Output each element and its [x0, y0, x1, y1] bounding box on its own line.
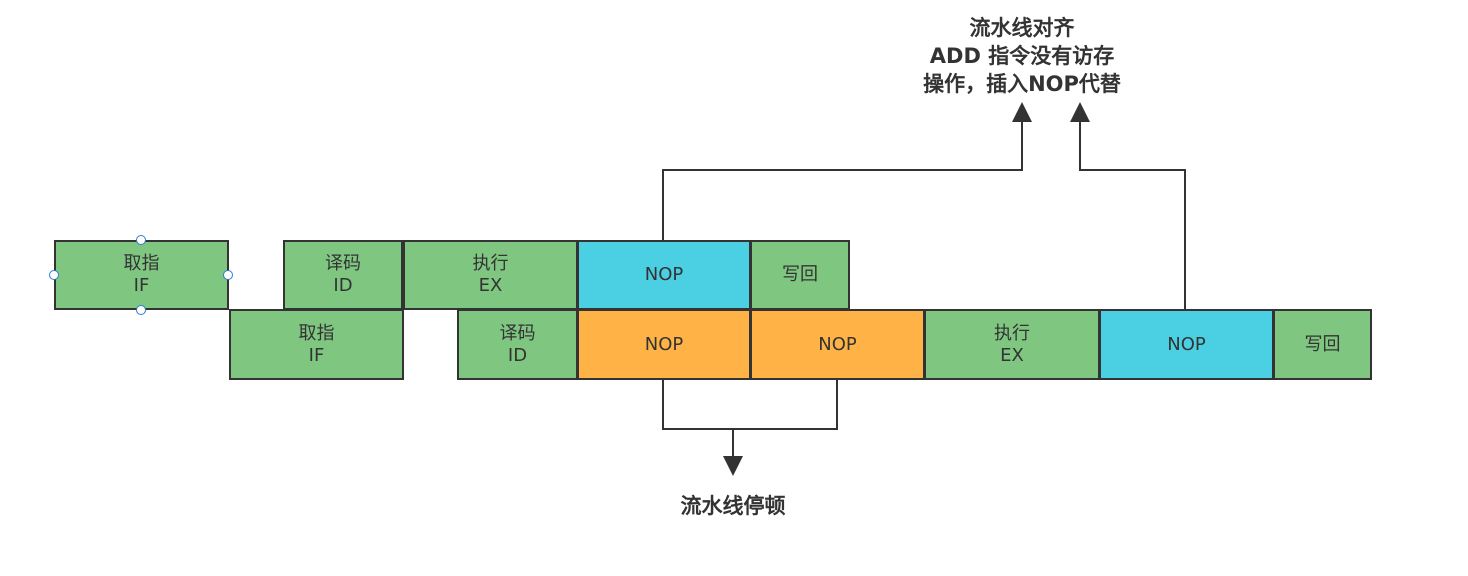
row2-if-label-en: IF: [308, 344, 325, 366]
row1-id-label-cn: 译码: [325, 253, 361, 274]
stall-annotation: 流水线停顿: [680, 494, 786, 518]
row2-id-label-en: ID: [507, 344, 528, 366]
row1-if-stage[interactable]: 取指 IF: [54, 240, 229, 310]
row2-id-stage[interactable]: 译码 ID: [457, 309, 578, 380]
row2-nop-3[interactable]: NOP: [1099, 309, 1274, 380]
row2-id-label-cn: 译码: [499, 322, 536, 344]
row1-if-label-en: IF: [133, 275, 150, 296]
selection-handle-right[interactable]: [223, 270, 233, 280]
row2-ex-label-cn: 执行: [994, 322, 1030, 344]
row2-nop-1[interactable]: NOP: [577, 309, 751, 380]
row2-wb-stage[interactable]: 写回: [1273, 309, 1372, 380]
row2-wb-label: 写回: [1304, 333, 1341, 355]
row2-ex-label-en: EX: [1000, 344, 1024, 366]
selection-handle-top[interactable]: [136, 235, 146, 245]
row2-nop-3-label: NOP: [1167, 333, 1206, 355]
alignment-annotation-line1: 流水线对齐: [969, 16, 1075, 40]
row2-ex-stage[interactable]: 执行 EX: [924, 309, 1100, 380]
row1-ex-stage[interactable]: 执行 EX: [403, 240, 578, 310]
row2-nop-2[interactable]: NOP: [750, 309, 925, 380]
row1-id-label-en: ID: [333, 275, 353, 296]
stall-bracket: [662, 379, 838, 430]
alignment-connector-right: [1070, 102, 1186, 310]
row2-if-label-cn: 取指: [298, 322, 335, 344]
alignment-annotation-line3: 操作，插入NOP代替: [923, 72, 1121, 96]
row1-nop[interactable]: NOP: [577, 240, 751, 310]
row2-nop-1-label: NOP: [644, 333, 684, 355]
alignment-connector-left: [662, 102, 1032, 240]
alignment-annotation: 流水线对齐 ADD 指令没有访存 操作，插入NOP代替: [872, 14, 1172, 98]
row2-if-stage[interactable]: 取指 IF: [229, 309, 404, 380]
row1-id-stage[interactable]: 译码 ID: [283, 240, 403, 310]
row2-nop-2-label: NOP: [818, 333, 857, 355]
selection-handle-bottom[interactable]: [136, 305, 146, 315]
row1-ex-label-en: EX: [478, 275, 503, 296]
selection-handle-left[interactable]: [49, 270, 59, 280]
row1-wb-label: 写回: [782, 264, 818, 285]
alignment-annotation-line2: ADD 指令没有访存: [929, 44, 1115, 68]
row1-nop-label: NOP: [644, 264, 684, 285]
row1-wb-stage[interactable]: 写回: [750, 240, 850, 310]
row1-ex-label-cn: 执行: [472, 253, 509, 274]
row1-if-label-cn: 取指: [123, 253, 160, 274]
